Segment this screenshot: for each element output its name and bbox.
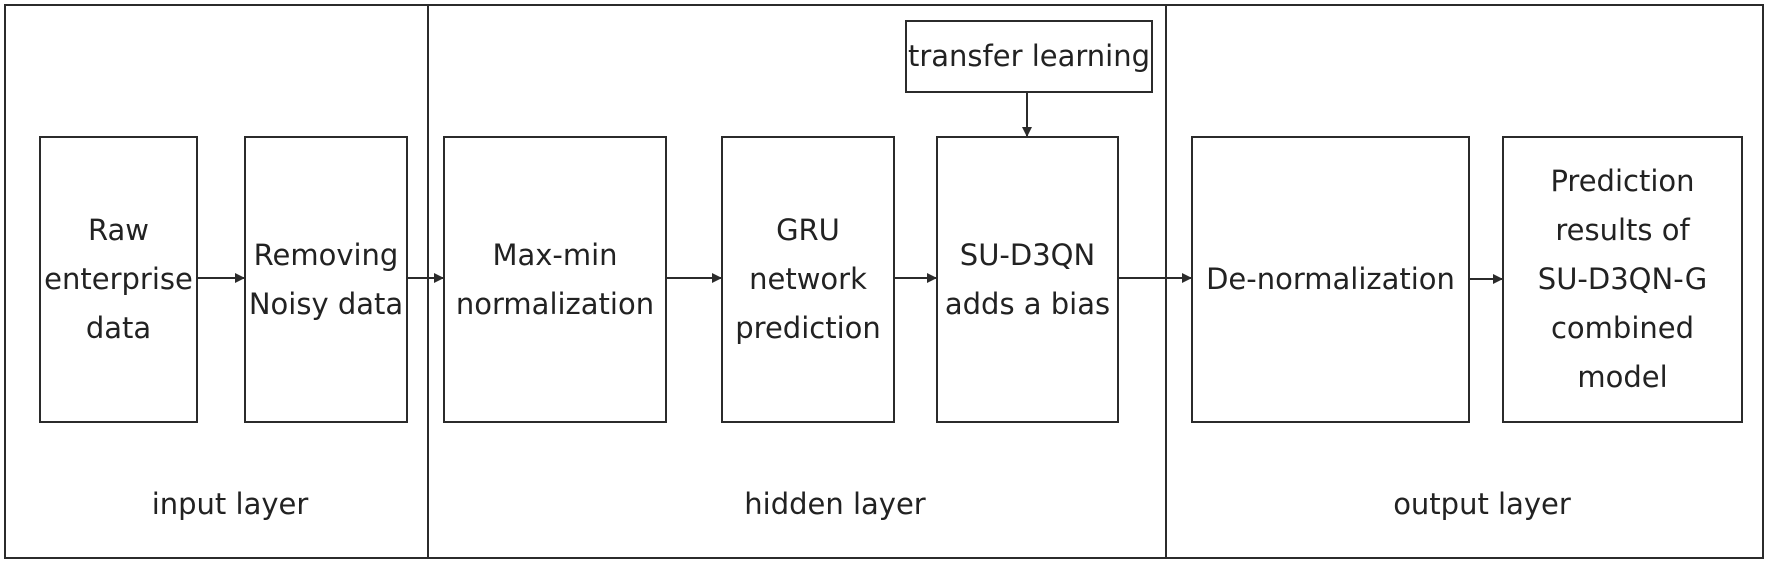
gru-prediction-label: GRU network prediction: [735, 213, 881, 345]
output-layer-label: output layer: [1393, 487, 1571, 521]
transfer-learning-box: transfer learning: [905, 20, 1153, 93]
removing-noise-label: Removing Noisy data: [248, 237, 404, 321]
prediction-results-label: Prediction results of SU-D3QN-G combined…: [1537, 164, 1708, 394]
removing-noise-box: Removing Noisy data: [244, 136, 408, 423]
prediction-results-box: Prediction results of SU-D3QN-G combined…: [1502, 136, 1743, 423]
max-min-normalization-box: Max-min normalization: [443, 136, 667, 423]
su-d3qn-bias-label: SU-D3QN adds a bias: [944, 237, 1111, 321]
outer-border: [4, 4, 1764, 559]
max-min-normalization-label: Max-min normalization: [455, 237, 655, 321]
transfer-learning-label: transfer learning: [907, 39, 1151, 73]
de-normalization-box: De-normalization: [1191, 136, 1470, 423]
gru-prediction-box: GRU network prediction: [721, 136, 895, 423]
raw-data-label: Raw enterprise data: [44, 213, 193, 345]
hidden-layer-label: hidden layer: [744, 487, 926, 521]
de-normalization-label: De-normalization: [1206, 262, 1455, 296]
raw-data-box: Raw enterprise data: [39, 136, 198, 423]
input-layer-label: input layer: [151, 487, 309, 521]
su-d3qn-bias-box: SU-D3QN adds a bias: [936, 136, 1119, 423]
